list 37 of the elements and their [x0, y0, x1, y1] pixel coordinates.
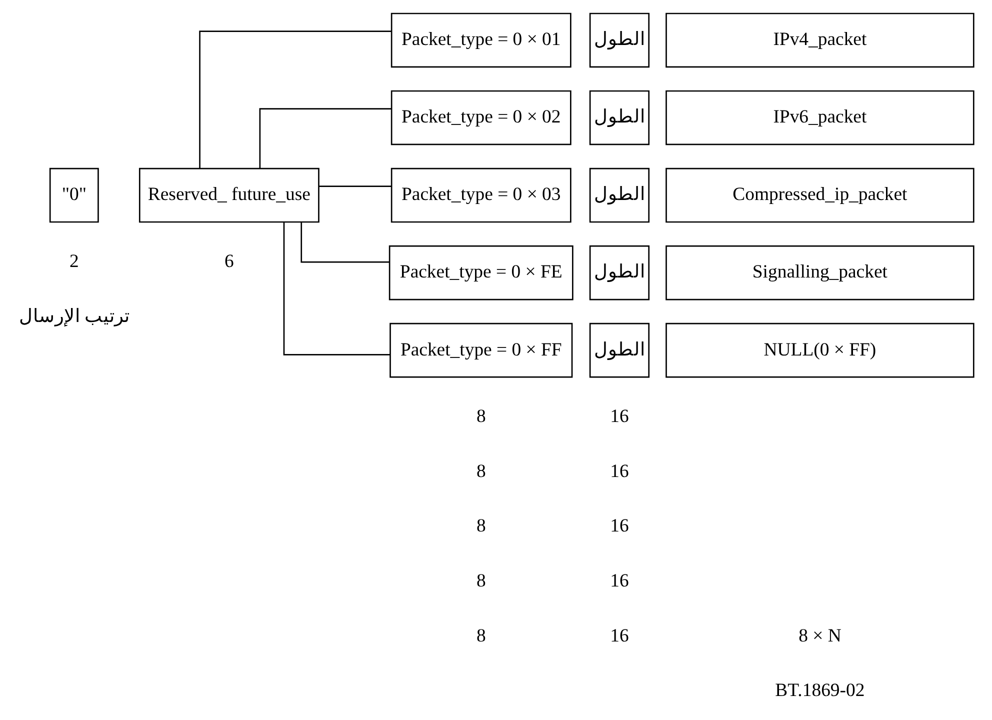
node-box: الطول: [588, 322, 650, 378]
node-box: Packet_type = 0 × FE: [388, 245, 573, 300]
label: 8: [476, 570, 486, 592]
label: BT.1869-02: [774, 680, 864, 702]
label: 16: [610, 516, 628, 537]
label: 16: [610, 406, 628, 428]
node-box: الطول: [588, 168, 650, 223]
label: 2: [68, 251, 78, 272]
node-box: IPv6_packet: [665, 90, 974, 146]
node-box: NULL(0 × FF): [665, 322, 974, 378]
node-box: IPv4_packet: [665, 12, 974, 68]
node-box: Packet_type = 0 × FF: [389, 322, 572, 378]
label: 8: [476, 625, 486, 646]
node-box: Packet_type = 0 × 03: [390, 168, 571, 223]
label: 16: [610, 460, 628, 482]
label: 16: [610, 625, 628, 646]
connector: [300, 222, 389, 263]
node-box: الطول: [588, 245, 650, 300]
node-box: Reserved_ future_use: [138, 168, 319, 223]
label: 16: [610, 570, 628, 592]
label: 8 × N: [798, 625, 841, 646]
connector: [282, 222, 390, 356]
label: ترتيب الإرسال: [18, 306, 129, 327]
node-box: Packet_type = 0 × 01: [390, 12, 571, 68]
connector: [318, 186, 391, 188]
node-box: الطول: [588, 90, 650, 146]
label: 6: [224, 251, 234, 272]
label: 8: [476, 460, 486, 482]
connector: [258, 108, 391, 168]
node-box: الطول: [588, 12, 650, 68]
node-box: Compressed_ip_packet: [665, 168, 974, 223]
label: 8: [476, 406, 486, 428]
connector: [198, 30, 391, 168]
node-box: "0": [48, 168, 98, 223]
node-box: Packet_type = 0 × 02: [390, 90, 571, 146]
label: 8: [476, 516, 486, 537]
node-box: Signalling_packet: [665, 245, 974, 300]
